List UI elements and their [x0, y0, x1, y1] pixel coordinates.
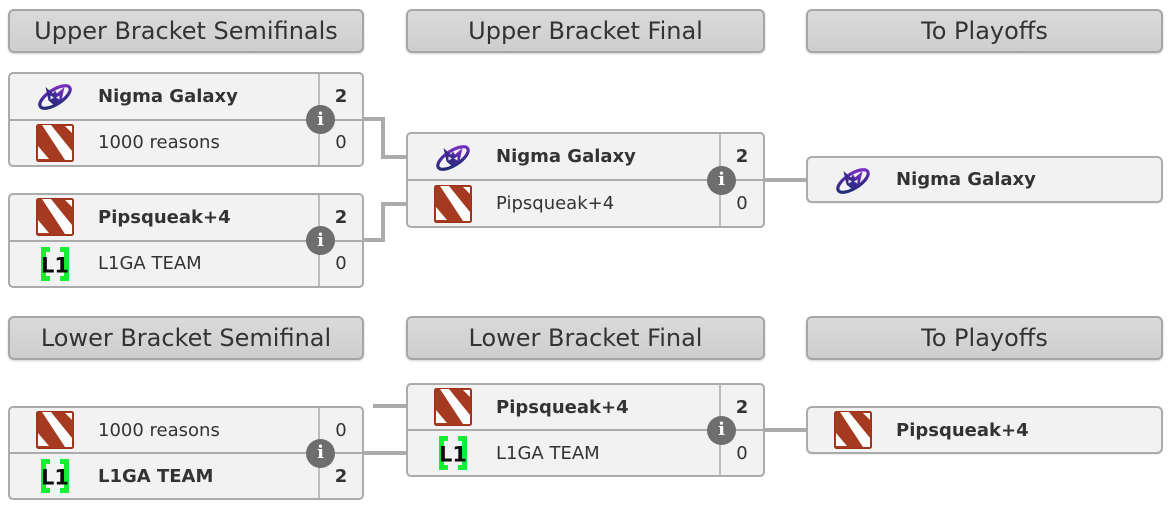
- team-name: L1GA TEAM: [496, 442, 600, 464]
- bracket-connector: [764, 178, 807, 182]
- team-score: 0: [719, 431, 763, 475]
- team-name: Pipsqueak+4: [496, 193, 615, 214]
- team-score: 2: [318, 195, 362, 240]
- team-name: 1000 reasons: [98, 132, 220, 154]
- match-upper-final: Nigma Galaxy 2 Pipsqueak+4 0 i: [406, 132, 765, 228]
- info-icon[interactable]: i: [707, 415, 736, 445]
- qualified-team-upper[interactable]: Nigma Galaxy: [806, 156, 1163, 203]
- dota2-default-logo: [35, 197, 75, 237]
- match-lower-final: Pipsqueak+4 2 L1 L1GA TEAM 0 i: [406, 383, 765, 477]
- match-upper-semifinal-2: Pipsqueak+4 2 L1 L1GA TEAM 0 i: [8, 193, 364, 288]
- team-name: Nigma Galaxy: [496, 146, 636, 167]
- dota2-default-logo: [433, 184, 473, 224]
- bracket-connector: [381, 202, 407, 206]
- team-name: Nigma Galaxy: [98, 85, 238, 107]
- team-score: 2: [719, 385, 763, 429]
- match-lower-semifinal: 1000 reasons 0 L1 L1GA TEAM 2 i: [8, 406, 364, 500]
- l1ga-team-logo: L1: [433, 433, 473, 473]
- l1ga-team-logo: L1: [35, 456, 75, 496]
- team-name: L1GA TEAM: [98, 253, 202, 275]
- bracket-connector: [381, 155, 407, 159]
- info-icon[interactable]: i: [306, 105, 335, 134]
- svg-text:L1: L1: [439, 443, 467, 467]
- header-upper-bracket-semifinals: Upper Bracket Semifinals: [8, 9, 364, 53]
- team-score: 0: [318, 241, 362, 286]
- team-score: 2: [318, 454, 362, 498]
- svg-text:L1: L1: [41, 466, 69, 490]
- team-name: L1GA TEAM: [98, 465, 214, 487]
- team-score: 0: [719, 181, 763, 226]
- team-row[interactable]: Pipsqueak+4 2: [10, 195, 362, 242]
- bracket-connector: [362, 117, 385, 121]
- team-row[interactable]: Nigma Galaxy 2: [408, 134, 763, 181]
- dota2-default-logo: [35, 410, 75, 450]
- team-score: 2: [719, 134, 763, 179]
- info-icon[interactable]: i: [306, 438, 335, 468]
- team-row[interactable]: L1 L1GA TEAM 2: [10, 454, 362, 498]
- team-score: 2: [318, 74, 362, 119]
- l1ga-team-logo: L1: [35, 244, 75, 284]
- team-name: Pipsqueak+4: [896, 419, 1029, 441]
- header-to-playoffs-lower: To Playoffs: [806, 316, 1163, 360]
- team-name: Nigma Galaxy: [896, 169, 1036, 190]
- info-icon[interactable]: i: [707, 165, 736, 195]
- team-score: 0: [318, 120, 362, 165]
- team-row[interactable]: Pipsqueak+4 0: [408, 181, 763, 226]
- nigma-galaxy-logo: [35, 76, 75, 116]
- dota2-default-logo: [433, 387, 473, 427]
- bracket-connector: [381, 202, 385, 242]
- dota2-default-logo: [833, 410, 873, 450]
- bracket-connector: [362, 451, 407, 455]
- team-score: 0: [318, 408, 362, 452]
- team-row[interactable]: Pipsqueak+4 2: [408, 385, 763, 431]
- bracket-connector: [764, 428, 807, 432]
- qualified-team-lower[interactable]: Pipsqueak+4: [806, 406, 1163, 454]
- header-upper-bracket-final: Upper Bracket Final: [406, 9, 765, 53]
- team-name: Pipsqueak+4: [98, 206, 231, 228]
- team-row[interactable]: 1000 reasons 0: [10, 408, 362, 454]
- match-upper-semifinal-1: Nigma Galaxy 2 1000 reasons 0 i: [8, 72, 364, 167]
- header-to-playoffs-upper: To Playoffs: [806, 9, 1163, 53]
- svg-text:L1: L1: [41, 253, 69, 277]
- info-icon[interactable]: i: [306, 226, 335, 255]
- bracket-connector: [373, 404, 407, 408]
- team-row[interactable]: L1 L1GA TEAM 0: [10, 241, 362, 286]
- nigma-galaxy-logo: [433, 137, 473, 177]
- nigma-galaxy-logo: [833, 160, 873, 200]
- header-lower-bracket-final: Lower Bracket Final: [406, 316, 765, 360]
- team-name: Pipsqueak+4: [496, 396, 629, 418]
- header-lower-bracket-semifinal: Lower Bracket Semifinal: [8, 316, 364, 360]
- team-name: 1000 reasons: [98, 419, 220, 441]
- team-row[interactable]: Nigma Galaxy 2: [10, 74, 362, 121]
- team-row[interactable]: L1 L1GA TEAM 0: [408, 431, 763, 475]
- dota2-default-logo: [35, 123, 75, 163]
- bracket-connector: [362, 238, 385, 242]
- bracket-connector: [381, 117, 385, 159]
- team-row[interactable]: 1000 reasons 0: [10, 120, 362, 165]
